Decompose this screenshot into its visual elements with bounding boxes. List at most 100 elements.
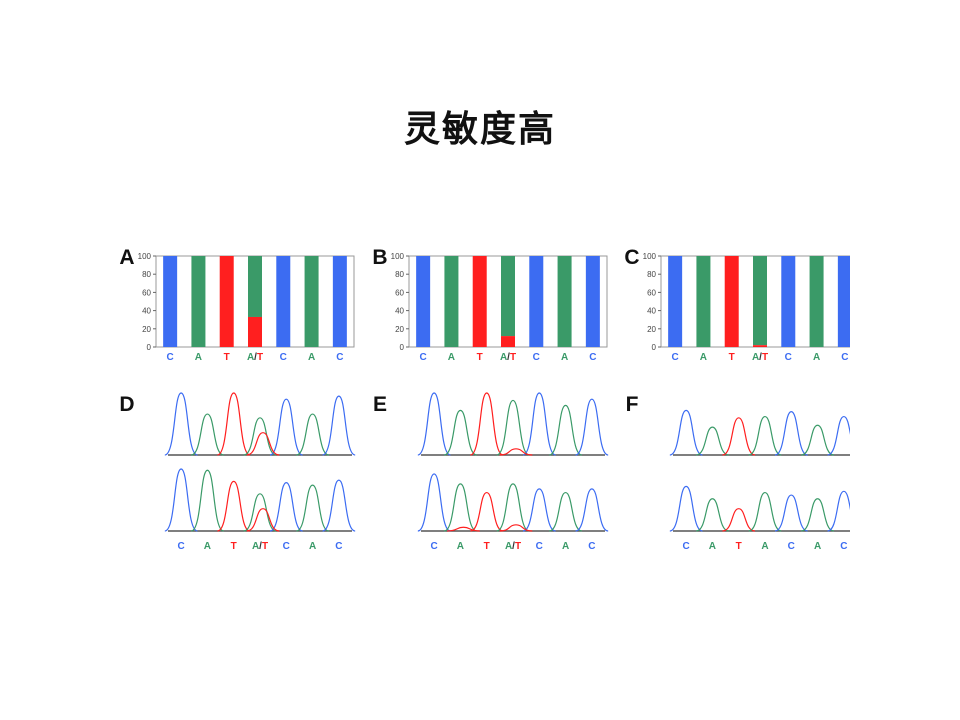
y-tick-label: 100 — [643, 252, 657, 261]
bar-C — [416, 256, 431, 347]
peak-C — [164, 392, 198, 456]
bar-A/T — [248, 256, 262, 317]
bar-T-portion — [501, 336, 515, 347]
base-call-label: C — [588, 541, 595, 552]
x-tick-label: C — [672, 352, 679, 363]
bar-C — [276, 256, 291, 347]
peak-T — [722, 508, 756, 532]
y-tick-label: 0 — [400, 343, 405, 352]
y-tick-label: 20 — [395, 325, 404, 334]
bar-C — [837, 256, 850, 347]
peak-C — [575, 398, 609, 456]
base-call-label: C — [431, 541, 438, 552]
x-tick-label: A — [813, 352, 820, 363]
base-call-label: C — [536, 541, 543, 552]
peak-C — [417, 392, 451, 456]
y-tick-label: 80 — [142, 270, 151, 279]
x-tick-label: A — [448, 352, 455, 363]
x-tick-label: C — [785, 352, 792, 363]
bar-A — [304, 256, 319, 347]
peak-A — [695, 426, 729, 456]
x-tick-label: A — [700, 352, 707, 363]
peak-T — [246, 432, 280, 456]
x-tick-label: A/T — [500, 352, 516, 363]
base-call-label: A — [309, 541, 316, 552]
y-tick-label: 80 — [647, 270, 656, 279]
peak-A — [748, 491, 782, 532]
base-call-label: A/T — [505, 541, 521, 552]
y-tick-label: 40 — [647, 307, 656, 316]
peak-C — [774, 410, 808, 456]
peak-A — [296, 413, 330, 456]
peak-C — [522, 392, 556, 456]
x-tick-label: A — [561, 352, 568, 363]
peak-C — [522, 488, 556, 532]
bar-C — [668, 256, 683, 347]
peak-C — [669, 409, 703, 456]
bar-C — [781, 256, 796, 347]
base-call-label: T — [736, 541, 742, 552]
peak-C — [322, 479, 356, 532]
bar-C — [332, 256, 347, 347]
peak-A — [496, 399, 530, 456]
peak-A — [496, 483, 530, 532]
x-tick-label: C — [841, 352, 848, 363]
peak-A — [801, 498, 835, 532]
trace-panel-E: E C A T A/T C A C — [373, 392, 609, 552]
y-tick-label: 20 — [647, 325, 656, 334]
y-tick-label: 40 — [142, 307, 151, 316]
peak-T — [217, 392, 251, 456]
x-tick-label: A/T — [247, 352, 263, 363]
y-tick-label: 60 — [395, 288, 404, 297]
bar-A — [557, 256, 572, 347]
base-call-label: C — [683, 541, 690, 552]
peak-T — [246, 508, 280, 532]
base-call-label: C — [788, 541, 795, 552]
base-call-label: A — [457, 541, 464, 552]
base-call-label: C — [840, 541, 847, 552]
peak-C — [322, 395, 356, 456]
peak-A — [443, 409, 477, 456]
panel-letter: E — [373, 393, 387, 416]
peak-A — [190, 469, 225, 532]
y-tick-label: 100 — [138, 252, 152, 261]
y-tick-label: 40 — [395, 307, 404, 316]
bar-T-portion — [219, 256, 234, 347]
base-call-label: A — [562, 541, 569, 552]
x-tick-label: C — [280, 352, 287, 363]
bar-A — [809, 256, 824, 347]
bar-C — [585, 256, 600, 347]
peak-A — [801, 424, 835, 456]
peak-T — [499, 448, 533, 456]
panel-letter: D — [119, 393, 134, 416]
peak-C — [827, 415, 850, 456]
x-tick-label: T — [729, 352, 735, 363]
panel-letter: A — [119, 246, 134, 269]
y-tick-label: 60 — [142, 288, 151, 297]
bar-A — [444, 256, 459, 347]
bar-A/T — [501, 256, 515, 337]
y-tick-label: 0 — [652, 343, 657, 352]
peak-A — [549, 491, 583, 532]
x-tick-label: A/T — [752, 352, 768, 363]
base-call-label: A — [709, 541, 716, 552]
bar-C — [163, 256, 178, 347]
base-call-label: C — [335, 541, 342, 552]
peak-T — [447, 526, 480, 532]
base-call-label: T — [484, 541, 490, 552]
bar-A/T — [753, 256, 767, 346]
peak-A — [748, 415, 782, 456]
x-tick-label: T — [477, 352, 483, 363]
peak-C — [269, 482, 303, 532]
peak-T — [499, 524, 533, 532]
peak-T — [217, 480, 251, 532]
y-tick-label: 60 — [647, 288, 656, 297]
bar-A — [191, 256, 206, 347]
x-tick-label: C — [420, 352, 427, 363]
peak-A — [296, 484, 330, 532]
peak-C — [827, 490, 850, 532]
base-call-label: C — [178, 541, 185, 552]
y-tick-label: 80 — [395, 270, 404, 279]
